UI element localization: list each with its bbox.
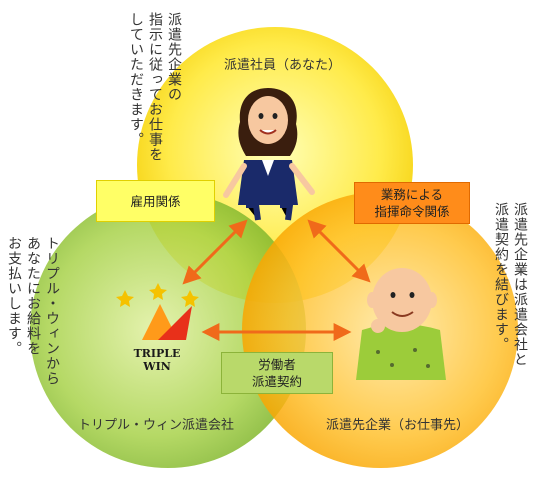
worker-circle-label: 派遣社員（あなた） xyxy=(224,58,342,73)
employment-relation-box: 雇用関係 xyxy=(96,180,215,222)
triple-win-logo: TRIPLE WIN xyxy=(116,283,199,373)
star-icon xyxy=(181,290,199,307)
arrow-client-worker xyxy=(307,219,371,283)
star-icon xyxy=(116,290,134,307)
client-illustration xyxy=(356,268,446,380)
command-relation-line1: 業務による xyxy=(380,187,444,202)
note-left-line3: お支払いします。 xyxy=(6,236,22,356)
dispatch-contract-box: 労働者 派遣契約 xyxy=(221,352,333,394)
worker-illustration xyxy=(223,88,315,221)
arrow-company-worker xyxy=(182,219,248,285)
employment-relation-label: 雇用関係 xyxy=(130,193,181,209)
note-left: トリプル・ウィンから あなたにお給料を お支払いします。 xyxy=(4,236,61,386)
client-circle-label: 派遣先企業（お仕事先） xyxy=(326,418,470,433)
logo-line1: TRIPLE xyxy=(134,347,181,360)
note-right: 派遣先企業は派遣会社と 派遣契約を結びます。 xyxy=(491,202,529,367)
note-left-line1: トリプル・ウィンから xyxy=(44,236,60,386)
logo-line2: WIN xyxy=(142,360,171,373)
note-left-line2: あなたにお給料を xyxy=(25,236,41,356)
company-circle-label: トリプル・ウィン派遣会社 xyxy=(78,418,235,433)
note-top-line3: していただきます。 xyxy=(128,12,144,147)
note-top: 派遣先企業の 指示に従ってお仕事を していただきます。 xyxy=(126,12,183,162)
note-top-line1: 派遣先企業の xyxy=(166,12,182,102)
dispatch-contract-line2: 派遣契約 xyxy=(251,374,302,389)
command-relation-box: 業務による 指揮命令関係 xyxy=(354,182,470,224)
star-icon xyxy=(149,283,167,300)
note-top-line2: 指示に従ってお仕事を xyxy=(147,12,163,162)
note-right-line2: 派遣契約を結びます。 xyxy=(493,202,509,352)
note-right-line1: 派遣先企業は派遣会社と xyxy=(512,202,528,367)
command-relation-line2: 指揮命令関係 xyxy=(374,204,450,219)
dispatch-contract-line1: 労働者 xyxy=(258,357,296,372)
